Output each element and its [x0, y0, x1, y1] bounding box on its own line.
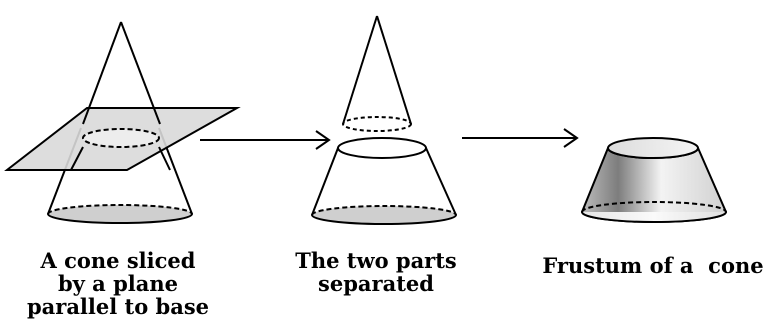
caption-sliced-line-2: by a plane: [57, 271, 178, 296]
caption-two-parts: The two parts separated: [268, 249, 484, 295]
lower-part-top-face: [337, 137, 427, 159]
frustum-top-face: [607, 137, 699, 159]
sliced-cone-figure: [4, 21, 241, 224]
caption-frustum: Frustum of a cone: [540, 254, 766, 277]
small-cone-right-edge: [376, 15, 412, 125]
frustum-base-back-edge: [581, 201, 727, 213]
caption-sliced-line-3: parallel to base: [26, 294, 210, 319]
separated-parts-figure: [311, 15, 457, 225]
cone-left-edge-upper: [82, 21, 122, 125]
cone-left-edge-through: [70, 146, 84, 171]
cone-base-back-edge: [47, 204, 193, 215]
caption-sliced-cone: A cone sliced by a plane parallel to bas…: [10, 249, 226, 318]
small-cone-base: [342, 116, 412, 132]
caption-sliced-line-1: A cone sliced: [40, 248, 196, 273]
caption-separated-line-1: The two parts: [295, 248, 457, 273]
cone-base-front-edge: [47, 213, 193, 224]
small-cone-left-edge: [342, 15, 378, 125]
lower-part-base-back-edge: [311, 205, 457, 216]
cross-section-ellipse: [82, 128, 160, 148]
frustum-side: [580, 147, 728, 223]
cone-base-fill: [48, 205, 192, 223]
caption-frustum-line-1: Frustum of a cone: [542, 253, 764, 278]
frustum-figure: [580, 137, 728, 223]
frustum-base-front-edge: [581, 211, 727, 223]
cone-right-edge-upper: [120, 21, 161, 125]
cone-right-edge-through: [158, 146, 171, 171]
arrow-1: [200, 130, 331, 150]
arrow-2: [462, 128, 579, 148]
lower-part-right-edge: [425, 147, 457, 216]
caption-separated-line-2: separated: [318, 271, 434, 296]
lower-part-base-fill: [312, 206, 456, 224]
lower-part-base-front-edge: [311, 214, 457, 225]
lower-part-left-edge: [311, 147, 339, 216]
